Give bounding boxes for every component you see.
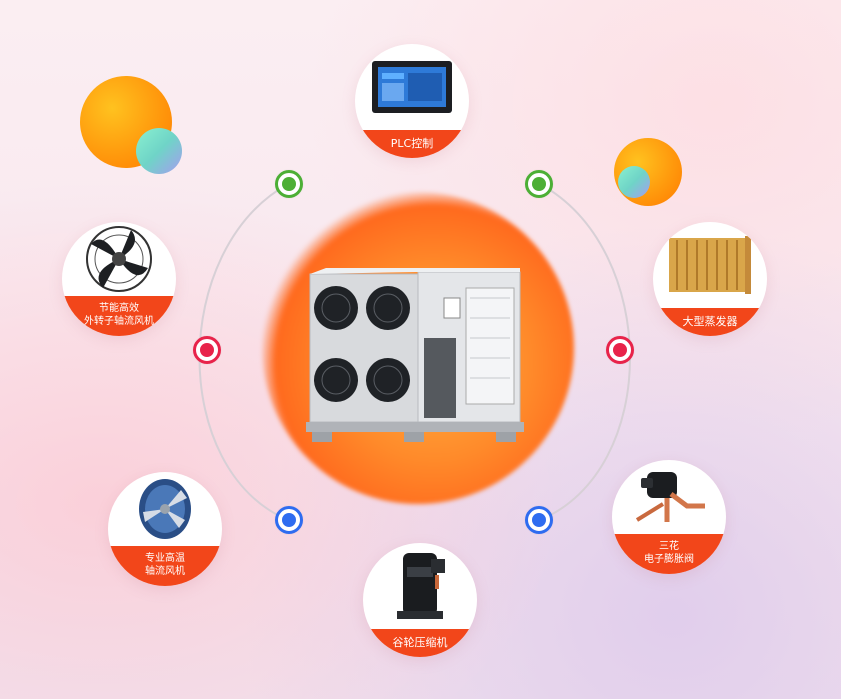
scroll-compressor-icon (363, 543, 477, 629)
marker-red-left (193, 336, 221, 364)
feature-label-duct-fan: 专业高温 轴流风机 (108, 546, 222, 586)
expansion-valve-icon (612, 460, 726, 534)
feature-label-valve: 三花 电子膨胀阀 (612, 534, 726, 574)
feature-card-valve: 三花 电子膨胀阀 (612, 460, 726, 574)
feature-card-plc: PLC控制 (355, 44, 469, 158)
feature-card-compressor: 谷轮压缩机 (363, 543, 477, 657)
feature-card-evaporator: 大型蒸发器 (653, 222, 767, 336)
feature-card-fan: 节能高效 外转子轴流风机 (62, 222, 176, 336)
decorative-mint-orb-small (618, 166, 650, 198)
feature-label-fan: 节能高效 外转子轴流风机 (62, 296, 176, 336)
axial-fan-icon (62, 222, 176, 296)
marker-blue-left (275, 506, 303, 534)
decorative-mint-orb (136, 128, 182, 174)
feature-card-duct-fan: 专业高温 轴流风机 (108, 472, 222, 586)
marker-green-left (275, 170, 303, 198)
heat-pump-dryer-image (306, 268, 524, 442)
feature-label-evaporator: 大型蒸发器 (653, 308, 767, 336)
marker-green-right (525, 170, 553, 198)
duct-fan-icon (108, 472, 222, 546)
plc-touchscreen-icon (355, 44, 469, 130)
evaporator-coil-icon (653, 222, 767, 308)
feature-label-plc: PLC控制 (355, 130, 469, 158)
marker-blue-right (525, 506, 553, 534)
feature-label-compressor: 谷轮压缩机 (363, 629, 477, 657)
marker-red-right (606, 336, 634, 364)
